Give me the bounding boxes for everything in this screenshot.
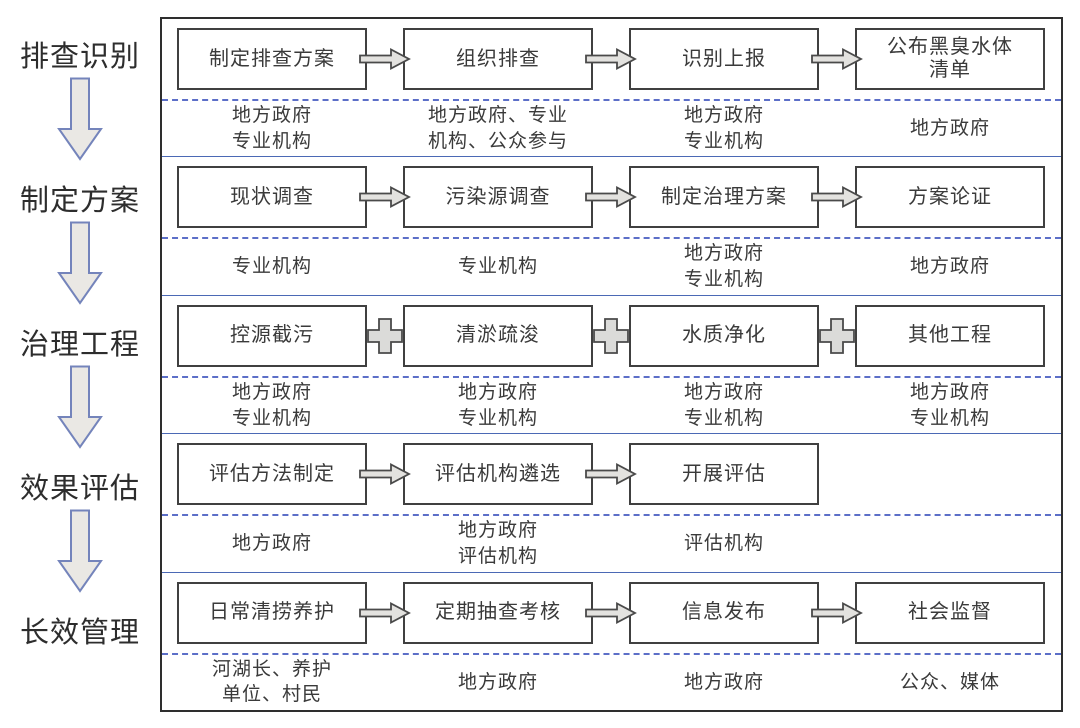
flow-stage-row: 评估方法制定评估机构遴选开展评估地方政府 地方政府 评估机构 评估机构 xyxy=(162,434,1061,573)
plus-connector-icon xyxy=(367,305,403,367)
actors-label: 地方政府 xyxy=(231,533,312,555)
actors-label: 地方政府 专业机构 xyxy=(231,381,312,429)
step-boxes-zone: 日常清捞养护定期抽查考核信息发布社会监督 xyxy=(162,573,1061,655)
actors-label: 地方政府 专业机构 xyxy=(683,243,764,291)
actors-label: 地方政府 xyxy=(909,117,990,139)
flow-step-box: 定期抽查考核 xyxy=(403,581,593,644)
arrow-connector-icon xyxy=(585,28,637,90)
flow-step-box: 控源截污 xyxy=(177,304,367,367)
stage-name: 长效管理 xyxy=(19,617,140,649)
plus-connector-icon xyxy=(819,305,855,367)
actors-label: 地方政府 专业机构 xyxy=(457,381,538,429)
actors-label: 地方政府 xyxy=(909,256,990,278)
down-arrow-icon xyxy=(57,221,103,305)
flow-step-box: 污染源调查 xyxy=(403,166,593,229)
arrow-connector-icon xyxy=(585,582,637,644)
stage-label-cell: 排查识别 xyxy=(0,17,160,161)
actors-zone: 地方政府 专业机构 地方政府、专业 机构、公众参与 地方政府 专业机构 地方政府 xyxy=(162,101,1061,156)
stage-sidebar: 排查识别制定方案治理工程效果评估长效管理 xyxy=(0,17,160,712)
actors-label: 地方政府 专业机构 xyxy=(683,381,764,429)
actors-label: 专业机构 xyxy=(457,256,538,278)
stage-label-cell: 制定方案 xyxy=(0,161,160,305)
step-boxes-zone: 评估方法制定评估机构遴选开展评估 xyxy=(162,434,1061,517)
arrow-connector-icon xyxy=(811,28,863,90)
flow-stage-row: 现状调查污染源调查制定治理方案方案论证专业机构 专业机构 地方政府 专业机构 地方政府 xyxy=(162,157,1061,296)
flow-step-box: 开展评估 xyxy=(629,443,819,506)
flow-step-box: 社会监督 xyxy=(855,581,1045,644)
flow-step-box: 方案论证 xyxy=(855,166,1045,229)
flow-step-box: 制定治理方案 xyxy=(629,166,819,229)
flow-step-box: 水质净化 xyxy=(629,304,819,367)
flow-step-box: 组织排查 xyxy=(403,28,593,90)
actors-label: 地方政府 评估机构 xyxy=(457,520,538,567)
actors-label: 地方政府 专业机构 xyxy=(683,105,764,152)
arrow-connector-icon xyxy=(585,443,637,505)
step-boxes-zone: 现状调查污染源调查制定治理方案方案论证 xyxy=(162,157,1061,240)
stage-label-cell: 效果评估 xyxy=(0,449,160,593)
actors-label: 地方政府 xyxy=(683,671,764,693)
actors-label: 地方政府 专业机构 xyxy=(231,105,312,152)
down-arrow-icon xyxy=(57,509,103,593)
actors-label: 地方政府 xyxy=(457,671,538,693)
actors-zone: 河湖长、养护 单位、村民 地方政府 地方政府 公众、媒体 xyxy=(162,655,1061,710)
flow-panel: 制定排查方案组织排查识别上报公布黑臭水体 清单地方政府 专业机构地方政府、专业 … xyxy=(160,17,1063,712)
actors-zone: 地方政府 专业机构 地方政府 专业机构 地方政府 专业机构 地方政府 专业机构 xyxy=(162,378,1061,433)
flow-step-box: 日常清捞养护 xyxy=(177,581,367,644)
flow-step-box: 制定排查方案 xyxy=(177,28,367,90)
actors-label: 公众、媒体 xyxy=(899,671,1000,693)
down-arrow-icon xyxy=(57,77,103,161)
arrow-connector-icon xyxy=(585,166,637,228)
actors-zone: 地方政府 地方政府 评估机构 评估机构 xyxy=(162,516,1061,571)
flow-step-box: 评估方法制定 xyxy=(177,443,367,506)
flow-stage-row: 制定排查方案组织排查识别上报公布黑臭水体 清单地方政府 专业机构地方政府、专业 … xyxy=(162,19,1061,158)
stage-name: 排查识别 xyxy=(19,41,140,73)
arrow-connector-icon xyxy=(811,582,863,644)
arrow-connector-icon xyxy=(359,28,411,90)
actors-zone: 专业机构 专业机构 地方政府 专业机构 地方政府 xyxy=(162,239,1061,294)
down-arrow-icon xyxy=(57,365,103,449)
plus-connector-icon xyxy=(593,305,629,367)
actors-label: 地方政府、专业 机构、公众参与 xyxy=(427,105,568,152)
flow-stage-row: 控源截污清淤疏浚水质净化其他工程地方政府 专业机构地方政府 专业机构地方政府 专… xyxy=(162,296,1061,435)
arrow-connector-icon xyxy=(359,582,411,644)
actors-label: 河湖长、养护 单位、村民 xyxy=(211,658,332,706)
arrow-connector-icon xyxy=(359,443,411,505)
arrow-connector-icon xyxy=(811,166,863,228)
arrow-connector-icon xyxy=(359,166,411,228)
stage-name: 效果评估 xyxy=(19,473,140,505)
actors-label: 专业机构 xyxy=(231,256,312,278)
flow-stage-row: 日常清捞养护定期抽查考核信息发布社会监督河湖长、养护 单位、村民地方政府地方政府… xyxy=(162,573,1061,710)
flow-step-box: 其他工程 xyxy=(855,304,1045,367)
flow-step-box: 信息发布 xyxy=(629,581,819,644)
stage-label-cell: 治理工程 xyxy=(0,305,160,449)
actors-label: 评估机构 xyxy=(683,533,764,555)
flow-step-box: 公布黑臭水体 清单 xyxy=(855,28,1045,90)
flow-step-box: 识别上报 xyxy=(629,28,819,90)
stage-label-cell: 长效管理 xyxy=(0,593,160,712)
flow-step-box: 现状调查 xyxy=(177,166,367,229)
actors-label: 地方政府 专业机构 xyxy=(909,381,990,429)
flow-step-box: 评估机构遴选 xyxy=(403,443,593,506)
step-boxes-zone: 制定排查方案组织排查识别上报公布黑臭水体 清单 xyxy=(162,19,1061,101)
stage-name: 制定方案 xyxy=(19,185,140,217)
stage-name: 治理工程 xyxy=(19,329,140,361)
flow-step-box: 清淤疏浚 xyxy=(403,304,593,367)
step-boxes-zone: 控源截污清淤疏浚水质净化其他工程 xyxy=(162,296,1061,378)
